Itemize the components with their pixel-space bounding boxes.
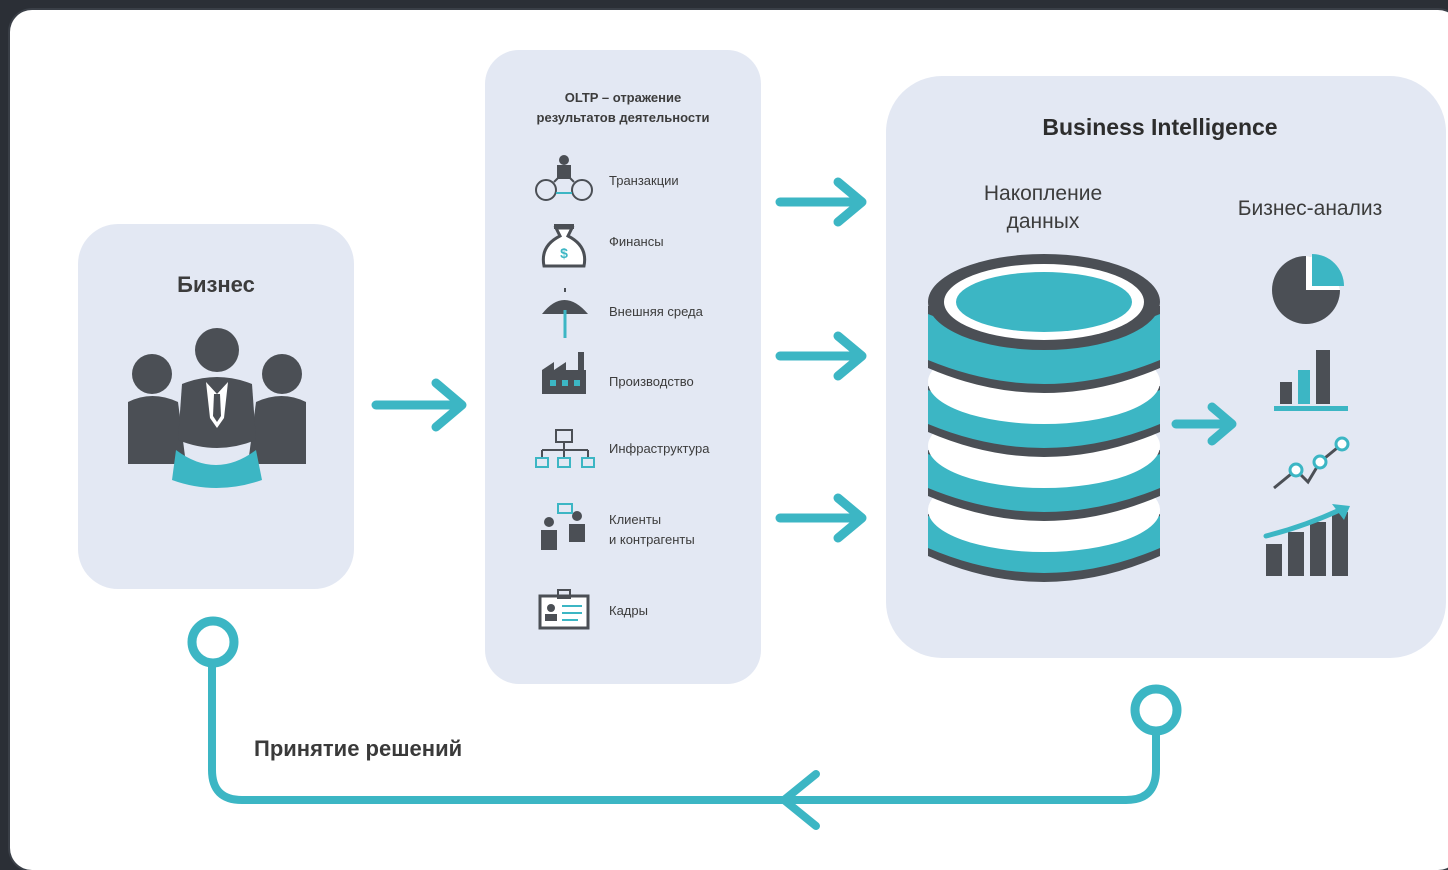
line-graph-icon bbox=[1273, 436, 1350, 490]
growth-chart-icon bbox=[1263, 504, 1350, 576]
accumulation-title: Накопление данных bbox=[983, 182, 1103, 233]
oltp-item-label: Финансы bbox=[609, 234, 664, 249]
money-bag-icon: $ bbox=[541, 224, 587, 268]
analysis-title: Бизнес-анализ bbox=[1237, 197, 1383, 220]
oltp-item-label: Инфраструктура bbox=[609, 441, 710, 456]
business-people-icon bbox=[128, 328, 306, 488]
arrow-oltp-to-bi-3-icon bbox=[775, 493, 867, 543]
oltp-item-label: Транзакции bbox=[609, 173, 679, 188]
id-card-icon bbox=[538, 589, 590, 630]
bi-title: Business Intelligence bbox=[1042, 114, 1278, 140]
transactions-icon bbox=[535, 155, 593, 201]
oltp-item-label: Внешняя среда bbox=[609, 304, 703, 319]
database-icon bbox=[928, 254, 1160, 582]
decision-label: Принятие решений bbox=[254, 736, 463, 761]
clients-chat-icon bbox=[541, 503, 585, 550]
pie-chart-icon bbox=[1272, 254, 1344, 324]
loop-end-node bbox=[1130, 684, 1182, 736]
oltp-item-label: Производство bbox=[609, 374, 694, 389]
bar-chart-icon bbox=[1274, 350, 1348, 411]
arrow-business-to-oltp-icon bbox=[371, 378, 467, 432]
umbrella-icon bbox=[542, 288, 588, 338]
network-icon bbox=[535, 429, 595, 468]
oltp-item-label: Клиенты и контрагенты bbox=[609, 512, 695, 547]
factory-icon bbox=[542, 352, 586, 394]
arrow-oltp-to-bi-2-icon bbox=[775, 331, 867, 381]
oltp-title: OLTP – отражение результатов деятельност… bbox=[536, 90, 710, 125]
loop-arrowhead-icon bbox=[780, 770, 820, 830]
svg-text:$: $ bbox=[560, 245, 568, 261]
loop-start-node bbox=[187, 616, 239, 668]
arrow-oltp-to-bi-1-icon bbox=[775, 177, 867, 227]
decision-loop-line bbox=[208, 656, 1160, 804]
arrow-db-to-analysis-icon bbox=[1171, 402, 1237, 446]
oltp-item-label: Кадры bbox=[609, 603, 648, 618]
business-title: Бизнес bbox=[177, 272, 255, 297]
diagram-canvas: $ bbox=[10, 10, 1448, 870]
diagram-graphics: $ bbox=[128, 155, 1350, 830]
oltp-panel bbox=[485, 50, 761, 684]
